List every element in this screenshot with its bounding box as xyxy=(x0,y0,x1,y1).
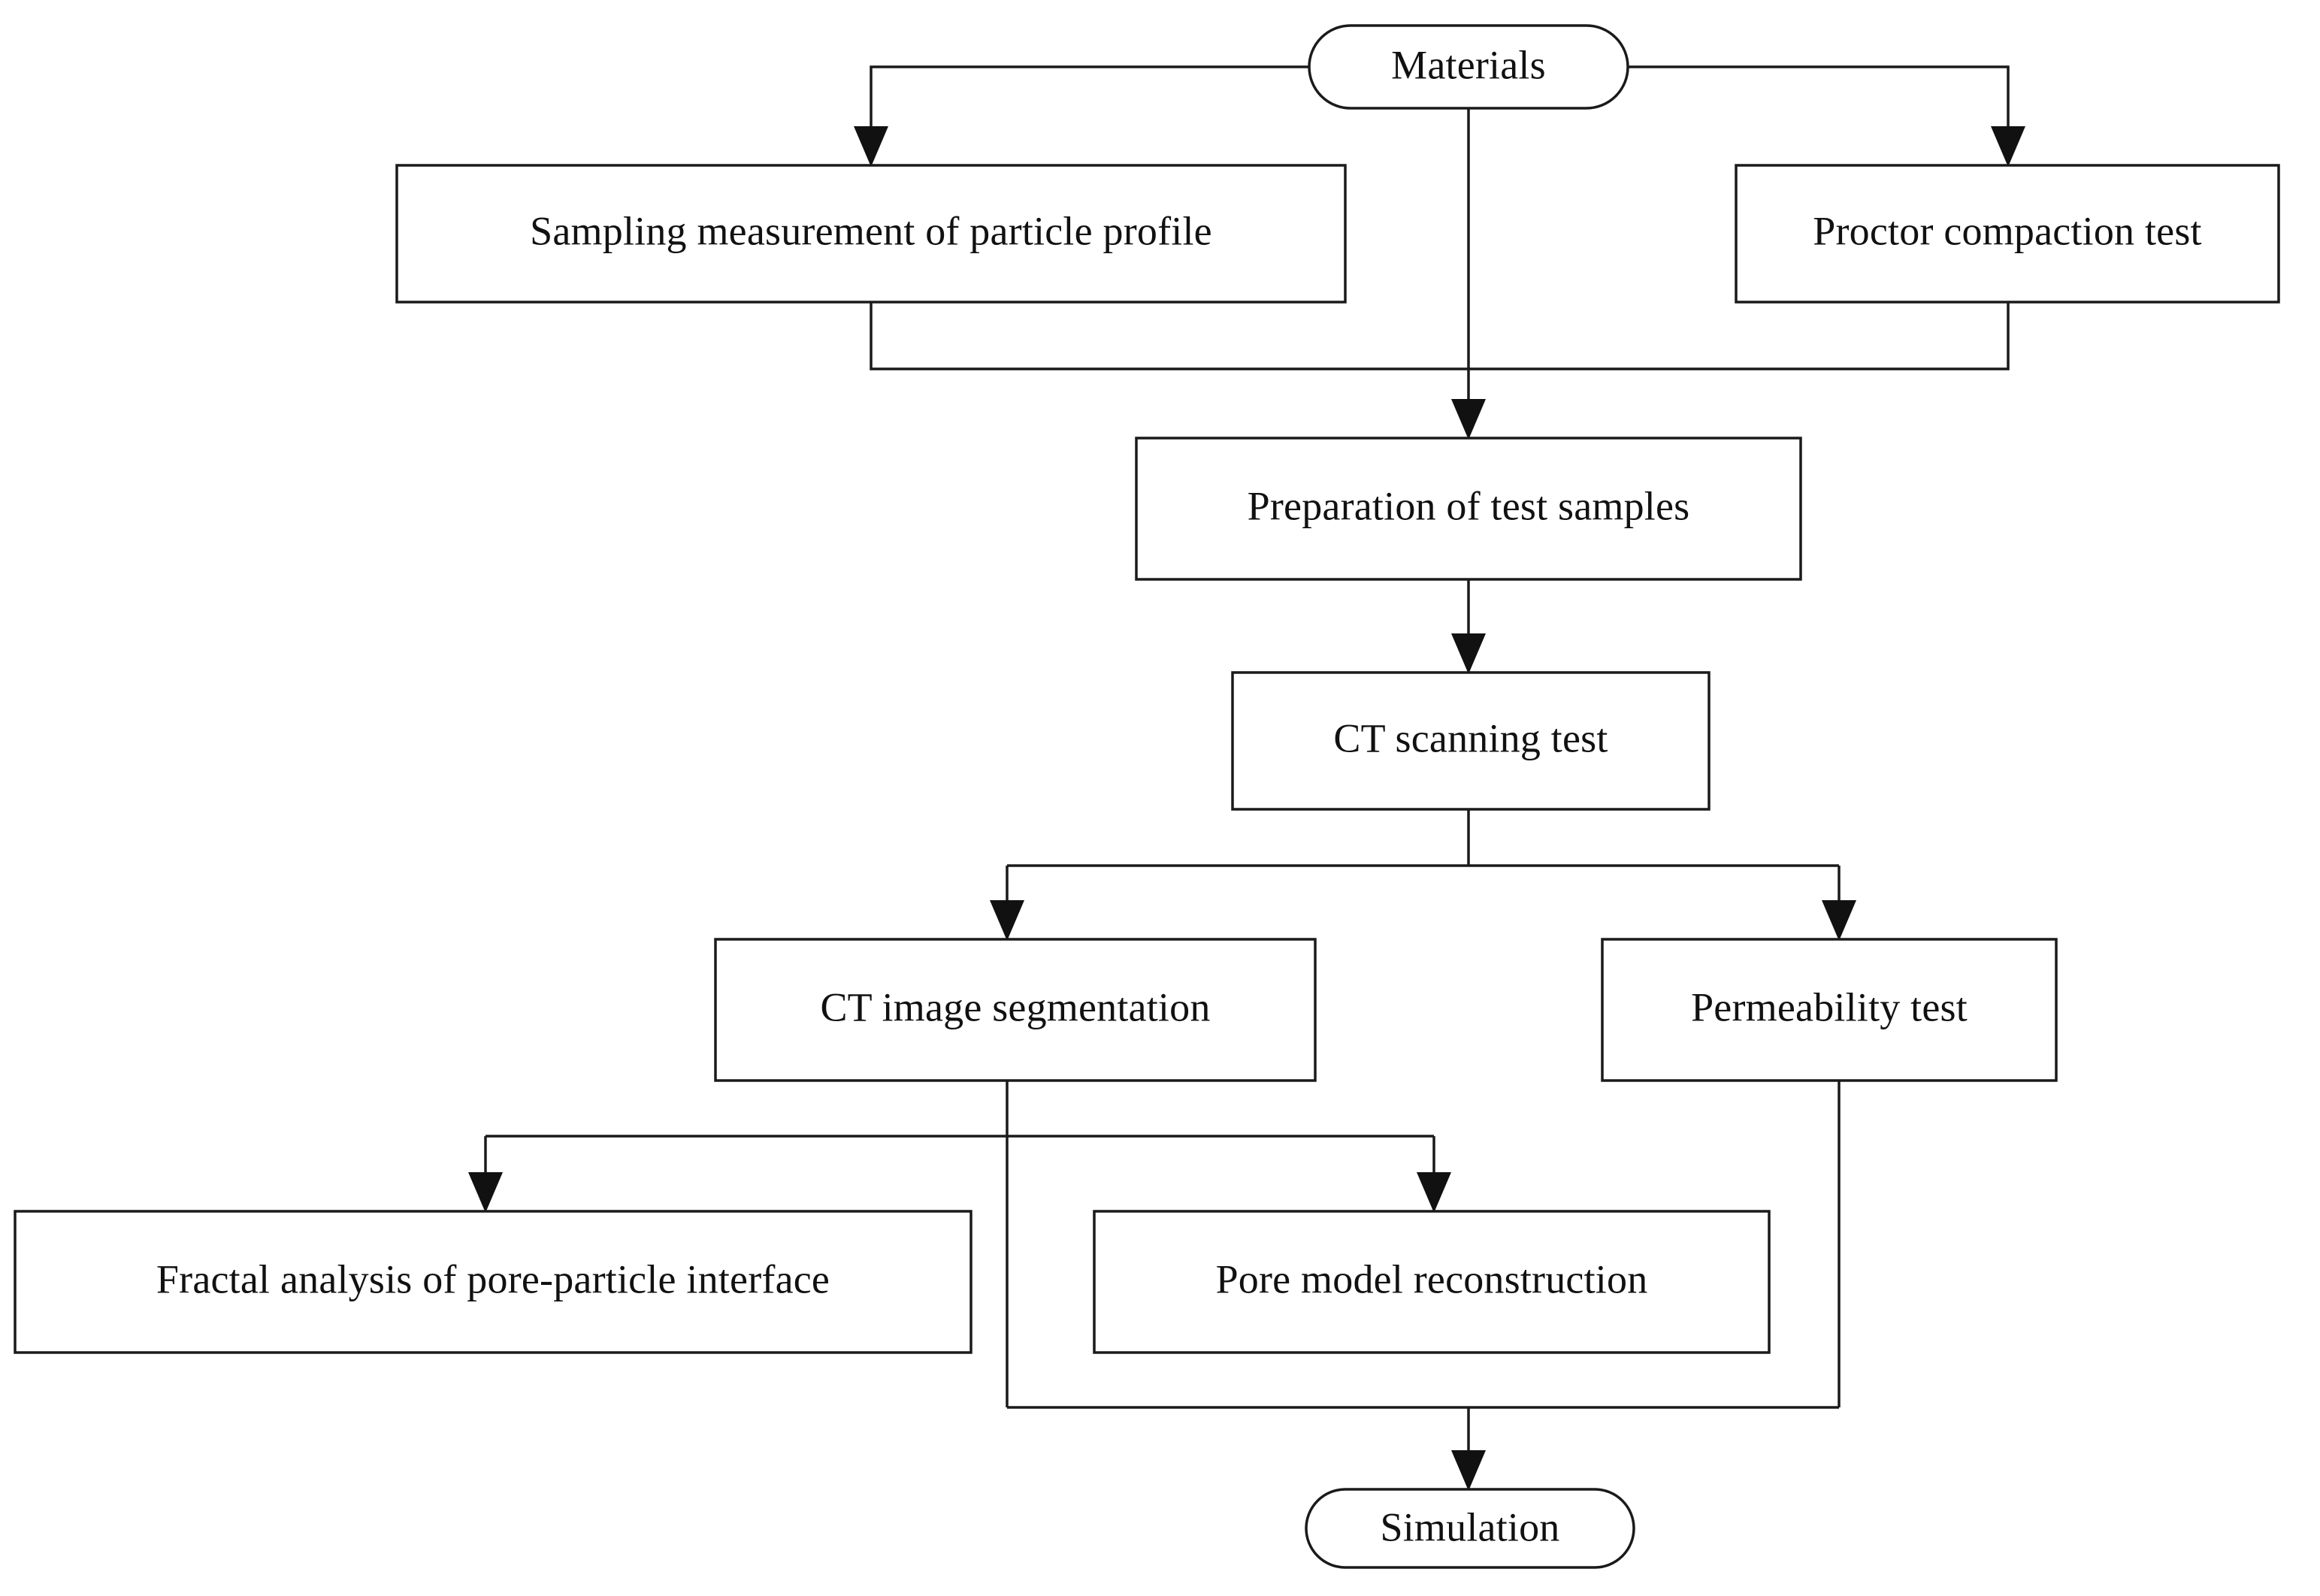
node-ct-image-segmentation[interactable]: CT image segmentation xyxy=(714,938,1317,1082)
node-preparation-of-test-samples[interactable]: Preparation of test samples xyxy=(1135,437,1802,581)
node-ct-scanning-test-label: CT scanning test xyxy=(1333,715,1608,760)
edge-materials-to-sampling xyxy=(854,65,1309,167)
edge-ct-scanning-split xyxy=(990,809,1856,941)
edge-proctor-to-merge xyxy=(1469,302,2010,370)
arrowhead xyxy=(1417,1172,1451,1213)
arrowhead xyxy=(1822,900,1856,941)
node-proctor-compaction-test-label: Proctor compaction test xyxy=(1813,208,2201,253)
edge-segmentation-split xyxy=(468,1135,1451,1213)
arrowhead xyxy=(1451,399,1486,440)
node-ct-scanning-test[interactable]: CT scanning test xyxy=(1231,671,1711,811)
node-ct-image-segmentation-shape[interactable] xyxy=(714,938,1317,1082)
node-layer: Materials Sampling measurement of partic… xyxy=(14,24,2280,1569)
arrowhead xyxy=(854,126,888,167)
arrowhead xyxy=(1451,1450,1486,1491)
node-pore-model-reconstruction[interactable]: Pore model reconstruction xyxy=(1093,1210,1771,1354)
node-materials-shape[interactable] xyxy=(1308,24,1629,110)
edge-merge-to-simulation xyxy=(1007,1406,1839,1491)
node-fractal-analysis-label: Fractal analysis of pore-particle interf… xyxy=(156,1256,830,1301)
edge-layer xyxy=(468,65,2025,1491)
node-proctor-compaction-test-shape[interactable] xyxy=(1735,164,2280,304)
node-fractal-analysis-shape[interactable] xyxy=(14,1210,972,1354)
node-preparation-of-test-samples-label: Preparation of test samples xyxy=(1248,483,1690,528)
node-permeability-test-shape[interactable] xyxy=(1601,938,2058,1082)
node-sampling-measurement-shape[interactable] xyxy=(395,164,1347,304)
node-simulation[interactable]: Simulation xyxy=(1305,1488,1635,1569)
arrowhead xyxy=(468,1172,503,1213)
arrowhead xyxy=(1451,633,1486,674)
node-ct-scanning-test-shape[interactable] xyxy=(1231,671,1711,811)
node-simulation-label: Simulation xyxy=(1380,1504,1559,1549)
arrowhead xyxy=(1991,126,2025,167)
node-pore-model-reconstruction-shape[interactable] xyxy=(1093,1210,1771,1354)
edge-materials-to-proctor xyxy=(1628,65,2025,167)
node-ct-image-segmentation-label: CT image segmentation xyxy=(820,984,1210,1029)
node-sampling-measurement-label: Sampling measurement of particle profile xyxy=(530,208,1212,253)
node-proctor-compaction-test[interactable]: Proctor compaction test xyxy=(1735,164,2280,304)
node-permeability-test-label: Permeability test xyxy=(1691,984,1968,1029)
edge-preparation-to-ct-scanning xyxy=(1451,579,1486,674)
node-pore-model-reconstruction-label: Pore model reconstruction xyxy=(1216,1256,1648,1301)
node-materials-label: Materials xyxy=(1391,42,1546,87)
node-sampling-measurement[interactable]: Sampling measurement of particle profile xyxy=(395,164,1347,304)
edge-materials-to-preparation xyxy=(1451,108,1486,440)
node-preparation-of-test-samples-shape[interactable] xyxy=(1135,437,1802,581)
edge-sampling-to-merge xyxy=(870,302,1469,370)
node-materials[interactable]: Materials xyxy=(1308,24,1629,110)
arrowhead xyxy=(990,900,1024,941)
node-fractal-analysis[interactable]: Fractal analysis of pore-particle interf… xyxy=(14,1210,972,1354)
node-simulation-shape[interactable] xyxy=(1305,1488,1635,1569)
node-permeability-test[interactable]: Permeability test xyxy=(1601,938,2058,1082)
